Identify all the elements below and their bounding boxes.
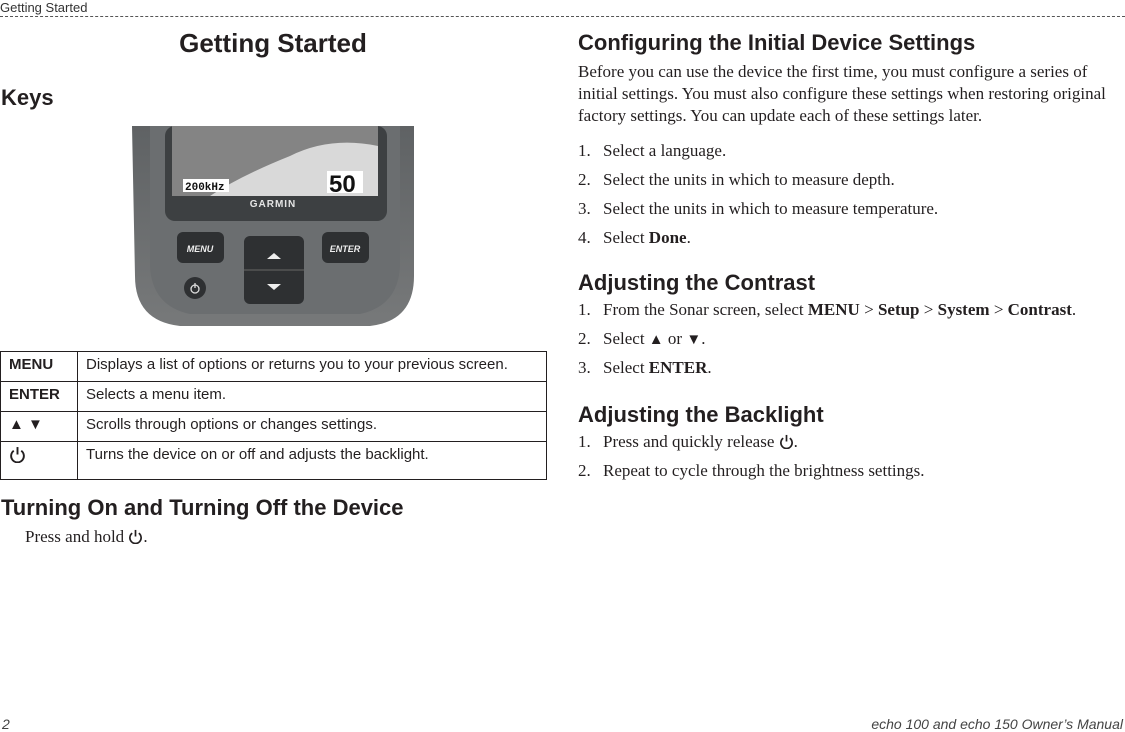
list-item: 2.Select ▲ or ▼. (578, 329, 706, 348)
power-icon (779, 434, 793, 449)
key-description: Turns the device on or off and adjusts t… (77, 441, 547, 480)
device-menu-button: MENU (187, 244, 214, 254)
config-intro: Before you can use the device the first … (578, 62, 1106, 125)
key-name: ENTER (0, 381, 78, 412)
key-description: Selects a menu item. (77, 381, 547, 412)
page-number: 2 (2, 716, 10, 732)
power-icon (129, 529, 143, 544)
manual-title: echo 100 and echo 150 Owner’s Manual (871, 716, 1123, 732)
power-icon (10, 447, 25, 463)
list-item: 1.Select a language. (578, 141, 727, 160)
key-name: MENU (0, 351, 78, 382)
running-head: Getting Started (0, 0, 88, 15)
keys-table: MENU Displays a list of options or retur… (0, 351, 547, 480)
header-rule (0, 16, 1125, 17)
contrast-heading: Adjusting the Contrast (578, 270, 816, 295)
backlight-heading: Adjusting the Backlight (578, 402, 824, 427)
key-description: Scrolls through options or changes setti… (77, 411, 547, 442)
device-image: 200kHz 50 GARMIN MENU ENTER (130, 126, 417, 331)
config-heading: Configuring the Initial Device Settings (578, 30, 976, 55)
list-item: 1.From the Sonar screen, select MENU > S… (578, 300, 1077, 319)
table-row: ENTER Selects a menu item. (0, 381, 547, 412)
keys-heading: Keys (1, 85, 54, 110)
turning-heading: Turning On and Turning Off the Device (1, 495, 404, 520)
arrow-keys: ▲ ▼ (0, 411, 78, 442)
list-item: 3.Select the units in which to measure t… (578, 199, 939, 218)
frequency-label: 200kHz (185, 182, 225, 194)
list-item: 4.Select Done. (578, 228, 691, 247)
device-enter-button: ENTER (330, 244, 361, 254)
table-row: MENU Displays a list of options or retur… (0, 351, 547, 382)
page-title: Getting Started (179, 28, 367, 58)
table-row: ▲ ▼ Scrolls through options or changes s… (0, 411, 547, 442)
down-arrow-icon: ▼ (686, 331, 702, 348)
backlight-steps: 1.Press and quickly release . 2.Repeat t… (578, 432, 925, 490)
key-description: Displays a list of options or returns yo… (77, 351, 547, 382)
table-row: Turns the device on or off and adjusts t… (0, 441, 547, 480)
list-item: 2.Repeat to cycle through the brightness… (578, 461, 925, 480)
turning-instruction: Press and hold . (25, 527, 148, 546)
list-item: 3.Select ENTER. (578, 358, 712, 377)
contrast-steps: 1.From the Sonar screen, select MENU > S… (578, 300, 1076, 387)
brand-logo: GARMIN (250, 199, 297, 210)
depth-readout: 50 (329, 171, 356, 198)
config-steps: 1.Select a language. 2.Select the units … (578, 141, 938, 257)
list-item: 2.Select the units in which to measure d… (578, 170, 895, 189)
up-arrow-icon: ▲ (648, 331, 664, 348)
list-item: 1.Press and quickly release . (578, 432, 798, 451)
